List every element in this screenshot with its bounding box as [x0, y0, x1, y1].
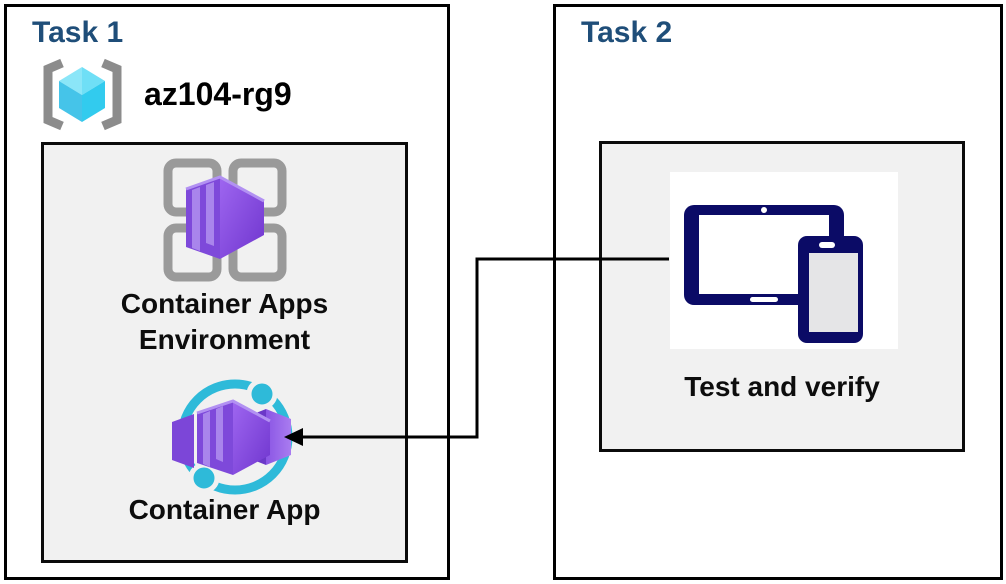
environment-label-line2: Environment — [138, 324, 311, 355]
task1-inner-panel: Container Apps Environment — [41, 142, 408, 563]
task1-box: Task 1 az104-rg9 — [4, 4, 450, 580]
task1-title: Task 1 — [32, 16, 124, 49]
environment-label-line1: Container Apps — [120, 288, 329, 319]
task2-title: Task 2 — [581, 16, 673, 49]
container-apps-environment-icon — [163, 158, 287, 282]
container-app-icon — [172, 378, 293, 495]
task2-inner-panel: Test and verify — [599, 141, 965, 452]
test-and-verify-label: Test and verify — [684, 371, 880, 402]
environment-label: Container Apps Environment — [44, 286, 405, 358]
task2-box: Task 2 Test and verify — [553, 4, 1003, 580]
devices-icon-background — [670, 172, 898, 349]
resource-group-icon — [43, 58, 122, 131]
resource-group: az104-rg9 — [35, 57, 292, 132]
resource-group-name: az104-rg9 — [144, 76, 292, 112]
tablet-and-phone-icon — [684, 205, 863, 343]
container-app-label: Container App — [128, 494, 321, 525]
